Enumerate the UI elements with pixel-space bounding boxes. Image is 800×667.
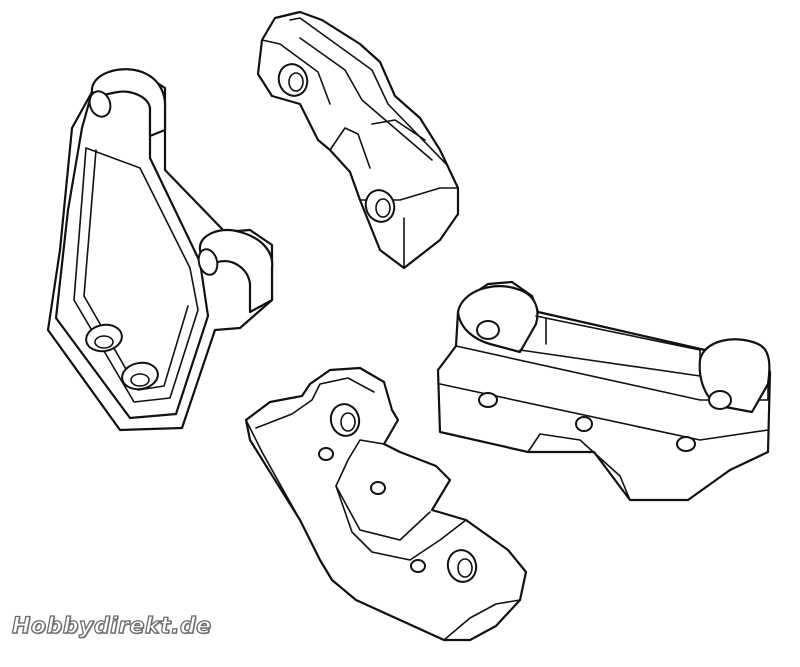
top-clamp-part	[256, 10, 460, 270]
angled-plate-part	[244, 366, 528, 642]
block-mount-part	[436, 280, 772, 502]
hobbydirekt-watermark-logo: Hobbydirekt.de	[11, 613, 212, 639]
mount-frame-part	[46, 68, 274, 432]
